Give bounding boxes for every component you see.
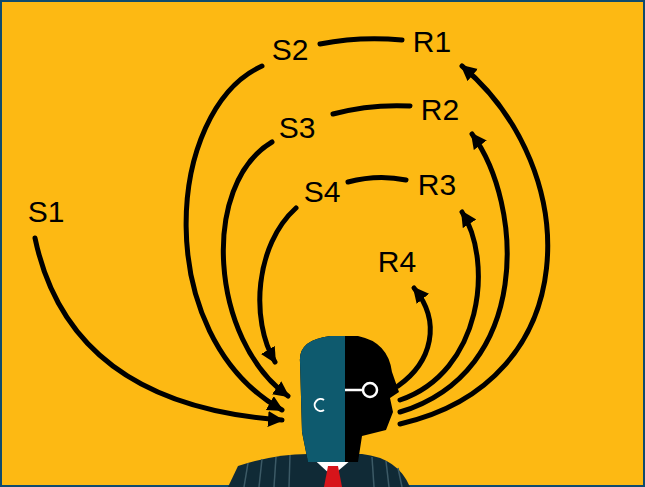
signal-label: S3 — [279, 113, 316, 143]
output-arrow — [398, 288, 430, 386]
signal-label: R1 — [413, 27, 451, 57]
input-arrow — [223, 142, 288, 396]
signal-label: R2 — [421, 95, 459, 125]
head — [290, 330, 410, 470]
signal-label: S2 — [272, 35, 309, 65]
signal-label: S1 — [28, 197, 65, 227]
link-line — [348, 177, 406, 182]
glasses-lens — [363, 383, 377, 397]
signal-label: S4 — [304, 177, 341, 207]
ear — [315, 399, 324, 411]
output-arrow — [400, 66, 548, 424]
signal-label: R3 — [418, 170, 456, 200]
link-line — [320, 39, 402, 44]
input-arrow — [186, 66, 282, 410]
glasses-arm — [345, 389, 363, 392]
tie — [324, 466, 342, 487]
signal-label: R4 — [378, 247, 416, 277]
link-line — [333, 106, 410, 114]
input-arrow — [35, 238, 282, 420]
input-arrow — [260, 208, 296, 362]
